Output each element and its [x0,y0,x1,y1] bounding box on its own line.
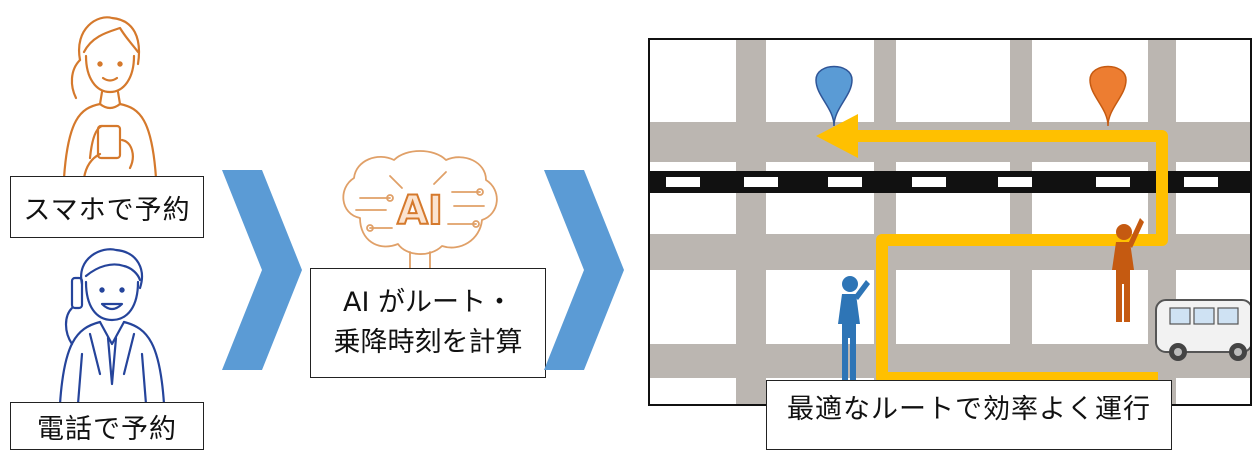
chevron-right-icon [544,170,624,370]
ai-brain-badge: AI [397,188,443,234]
phone-reservation-label: 電話で予約 [10,402,204,450]
bus-route-line [848,130,1168,384]
ai-brain-icon: AI [342,150,498,271]
chevron-right-icon [222,170,302,370]
map-caption-text: 最適なルートで効率よく運行 [787,394,1151,425]
map-caption-label: 最適なルートで効率よく運行 [766,380,1172,450]
ai-calculation-line1: AI がルート・ [342,287,513,318]
route-map [648,38,1252,406]
ai-calculation-label: AI がルート・ 乗降時刻を計算 [310,268,546,378]
smartphone-reservation-label: スマホで予約 [10,176,204,238]
map-pin-icon [815,65,853,127]
woman-smartphone-icon [62,16,158,178]
phone-reservation-text: 電話で予約 [37,414,177,445]
map-pin-icon [1089,65,1127,127]
minibus-icon [1155,299,1252,361]
person-waving-icon [838,276,870,380]
person-waving-icon [1112,218,1144,322]
ai-calculation-line2: 乗降時刻を計算 [333,327,523,358]
man-phone-icon [58,248,166,404]
railway-track [648,171,1252,193]
smartphone-reservation-text: スマホで予約 [23,194,191,226]
route-arrowhead-icon [816,114,858,158]
